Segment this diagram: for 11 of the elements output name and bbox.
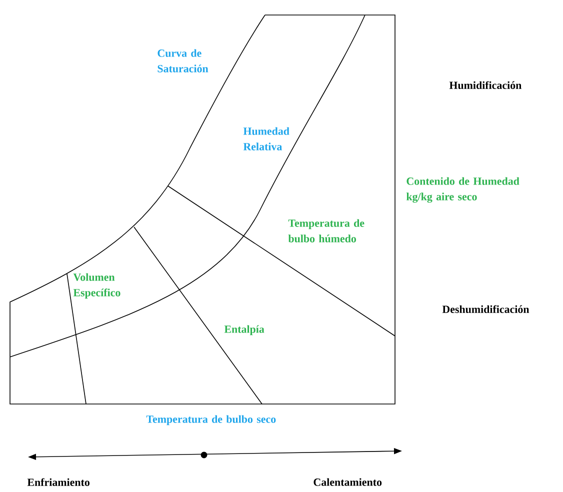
direction-label: Calentamiento: [314, 478, 382, 486]
axis-label: Contenido de Humedad kg/kg aire seco: [406, 177, 520, 203]
process-label: Humidificación: [449, 81, 522, 90]
direction-label: Enfriamiento: [27, 478, 90, 486]
line-label: Temperatura de bulbo húmedo: [288, 219, 364, 242]
curve-label: Humedad Relativa: [243, 127, 290, 150]
axis-label: Temperatura de bulbo seco: [146, 415, 276, 426]
curve-label: Curva de Saturación: [158, 49, 208, 72]
line-label: Volumen Específico: [73, 273, 120, 299]
process-label: Deshumidificación: [442, 305, 530, 314]
line-label: Entalpía: [224, 325, 264, 336]
